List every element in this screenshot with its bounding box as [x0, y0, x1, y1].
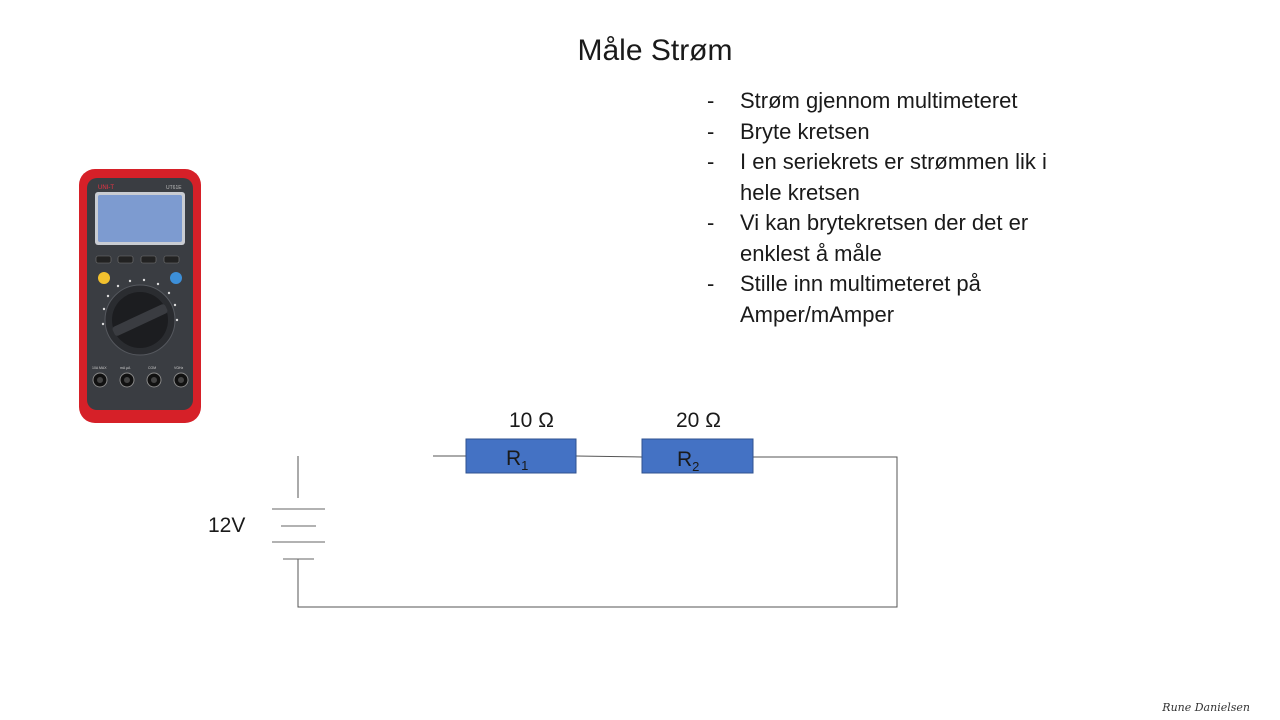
- wire-between-resistors: [575, 455, 643, 458]
- bullet-marker: -: [707, 149, 715, 174]
- svg-text:COM: COM: [148, 366, 156, 370]
- multimeter-yellow-button: [98, 272, 110, 284]
- bullet-item: -Vi kan brytekretsen der det er enklest …: [707, 210, 1029, 266]
- resistor-r2-label: R2: [677, 448, 699, 474]
- svg-text:mA µA: mA µA: [120, 366, 131, 370]
- wire-return-path: [297, 456, 898, 608]
- bullet-item: -Bryte kretsen: [705, 117, 1085, 148]
- circuit-wires: [297, 455, 898, 608]
- multimeter-model: UT61E: [166, 185, 182, 191]
- multimeter-screen: [98, 195, 182, 242]
- resistor-r1-value: 10 Ω: [509, 409, 554, 432]
- multimeter-dial-knob: [112, 304, 168, 336]
- multimeter-button: [140, 255, 157, 264]
- slide-title: Måle Strøm: [577, 34, 733, 67]
- bullet-list: -Strøm gjennom multimeteret -Bryte krets…: [705, 86, 1085, 330]
- bullet-item: -I en seriekrets er strømmen lik i hele …: [707, 149, 1047, 205]
- bullet-item: -Strøm gjennom multimeteret: [705, 86, 1085, 117]
- author-signature: Rune Danielsen: [1162, 701, 1250, 714]
- svg-text:VΩHz: VΩHz: [174, 366, 183, 370]
- resistor-r1: [465, 438, 577, 474]
- multimeter-blue-button: [170, 272, 182, 284]
- bullet-item: -Stille inn multimeteret på Amper/mAmper: [707, 271, 981, 327]
- bullet-marker: -: [707, 88, 715, 113]
- bullet-marker: -: [707, 210, 715, 235]
- battery-symbol: [272, 508, 325, 560]
- multimeter-terminals: [92, 372, 189, 388]
- resistor-r2: [641, 438, 754, 474]
- bullet-marker: -: [707, 118, 715, 144]
- multimeter-image: UNI-T UT61E 10A MAX mA: [79, 169, 201, 423]
- multimeter-button: [95, 255, 112, 264]
- voltage-label: 12V: [208, 514, 245, 537]
- multimeter-button: [163, 255, 180, 264]
- svg-text:10A MAX: 10A MAX: [92, 366, 107, 370]
- bullet-marker: -: [707, 271, 715, 296]
- multimeter-brand: UNI-T: [98, 185, 114, 191]
- multimeter-button: [117, 255, 134, 264]
- resistor-r2-value: 20 Ω: [676, 409, 721, 432]
- resistor-r1-label: R1: [506, 447, 528, 473]
